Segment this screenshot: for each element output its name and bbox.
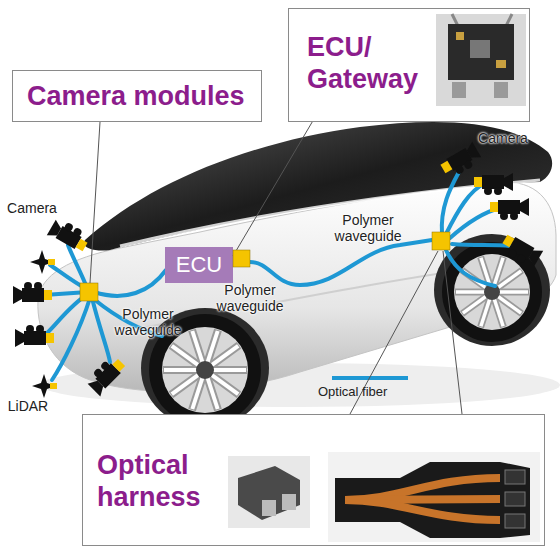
rim — [454, 254, 530, 330]
node-label: ECU/ Gateway — [307, 31, 437, 95]
spokes — [163, 330, 247, 410]
fiber-line — [94, 270, 166, 296]
callout-box: ECU/ Gateway — [288, 8, 530, 122]
legend-entry: Optical fiber — [318, 384, 387, 399]
ecu-box: ECU — [165, 247, 233, 283]
photo-connector — [262, 500, 276, 516]
optical-fibers — [44, 170, 510, 380]
photo-connector — [452, 82, 466, 98]
spoke — [192, 331, 217, 409]
photo-background — [228, 456, 310, 528]
photo-housing — [238, 466, 300, 520]
wheel-arch — [141, 308, 269, 428]
photo-flex — [345, 499, 500, 500]
camera-icon — [498, 231, 543, 270]
waveguide-label: Polymer waveguide — [318, 212, 418, 244]
photo-flex — [345, 500, 500, 520]
node-label: Camera modules — [27, 79, 259, 113]
node-label: Optical harness — [97, 449, 247, 513]
gateway-photo — [436, 14, 526, 106]
optical-hub — [80, 283, 98, 301]
lidar-icon — [30, 250, 55, 274]
tire — [149, 314, 261, 426]
harness-photo-small — [228, 456, 310, 528]
camera-icon — [85, 353, 128, 396]
connector-group — [233, 122, 312, 256]
photo-background — [436, 14, 526, 106]
fiber-line — [52, 298, 90, 380]
photo-board — [448, 24, 514, 80]
spokes — [456, 258, 528, 326]
optical-hub — [432, 232, 450, 250]
harness-photo-large — [328, 452, 540, 542]
camera-icon — [474, 173, 513, 195]
node-label: ECU — [165, 247, 233, 283]
spoke — [192, 331, 217, 409]
photo-frame — [335, 462, 530, 538]
lidar-icon — [32, 374, 57, 398]
leader-line — [233, 122, 312, 256]
waveguide-label: Polymer waveguide — [98, 306, 198, 338]
part-label: Camera — [468, 130, 538, 146]
photo-connector — [505, 470, 525, 484]
car-roof — [84, 122, 552, 251]
callout-box: Optical harness — [82, 414, 545, 546]
spoke — [172, 346, 238, 394]
photo-background — [328, 452, 540, 542]
photo-chip — [470, 40, 490, 58]
photo-chip — [496, 60, 506, 68]
ecu-port — [233, 250, 250, 267]
photo-connector — [505, 514, 525, 528]
photo-connector — [494, 82, 508, 98]
part-label: Camera — [2, 200, 62, 216]
spoke — [481, 258, 503, 326]
callout-box: Camera modules — [12, 70, 262, 122]
photo-cable — [506, 14, 512, 26]
leader-line — [350, 251, 438, 414]
legend-text: Optical fiber — [318, 384, 387, 399]
fiber-line — [452, 244, 510, 246]
photo-flex — [345, 478, 500, 500]
leader-line — [90, 122, 100, 283]
photo-connector — [505, 492, 525, 506]
hub-cap — [196, 361, 214, 379]
spokes — [455, 257, 529, 327]
spoke — [481, 258, 503, 326]
photo-connector — [282, 494, 296, 510]
fiber-line — [450, 208, 500, 238]
part-label: LiDAR — [0, 398, 56, 414]
camera-icon — [438, 142, 483, 181]
leader-line — [443, 251, 462, 414]
camera-icon — [15, 325, 54, 347]
spokes — [164, 331, 246, 409]
camera-icon — [13, 282, 52, 304]
rim — [162, 327, 248, 413]
fiber-line — [95, 300, 162, 336]
legend-line — [332, 376, 408, 380]
photo-chip — [456, 32, 464, 40]
camera-icon — [490, 198, 529, 220]
fiber-line — [250, 240, 432, 285]
camera-icon — [47, 216, 92, 255]
waveguide-label: Polymer waveguide — [200, 282, 300, 314]
photo-cable — [452, 14, 458, 26]
car-body — [38, 182, 556, 392]
front-wheel — [149, 314, 261, 426]
spoke — [172, 346, 238, 394]
fiber-line — [446, 250, 495, 286]
